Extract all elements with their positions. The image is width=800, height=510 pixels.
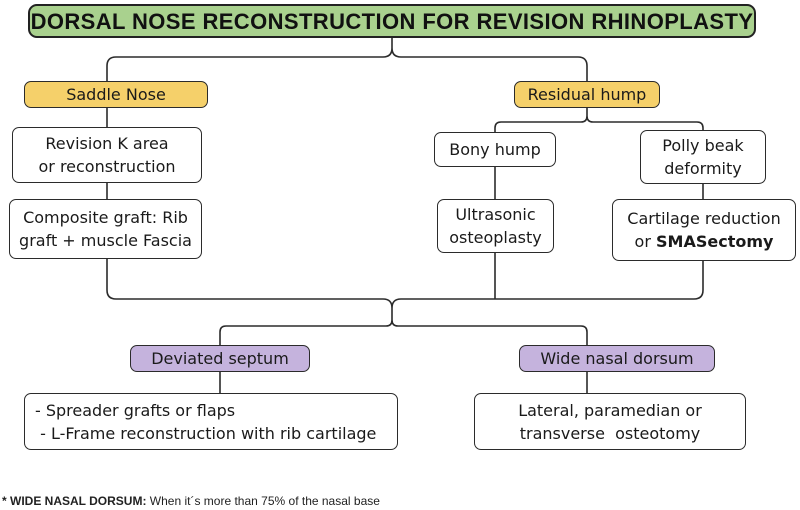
deviated-treatment-line2: - L-Frame reconstruction with rib cartil… xyxy=(35,423,377,443)
wide-treatment-line1: Lateral, paramedian or xyxy=(518,400,702,420)
category-wide-nasal-dorsum-label: Wide nasal dorsum xyxy=(540,349,694,368)
diagram-title-text: DORSAL NOSE RECONSTRUCTION FOR REVISION … xyxy=(30,8,754,34)
smasectomy-term: SMASectomy xyxy=(656,232,774,251)
polly-treatment-line1: Cartilage reduction xyxy=(627,209,781,228)
polly-beak-line1: Polly beak xyxy=(662,136,744,155)
bony-treatment-line2: osteoplasty xyxy=(449,228,542,247)
polly-treatment-line2: or SMASectomy xyxy=(627,230,780,253)
saddle-step-composite-graft: Composite graft: Rib graft + muscle Fasc… xyxy=(9,199,202,259)
category-saddle-nose: Saddle Nose xyxy=(24,81,208,108)
footnote-key: * WIDE NASAL DORSUM: xyxy=(2,494,147,508)
polly-treatment-cartilage: Cartilage reduction or SMASectomy xyxy=(612,199,796,261)
category-saddle-nose-label: Saddle Nose xyxy=(66,85,166,104)
wide-treatment-line2: transverse osteotomy xyxy=(519,423,701,443)
residual-bony-hump: Bony hump xyxy=(434,132,556,167)
category-residual-hump-label: Residual hump xyxy=(527,85,647,104)
polly-treatment-prefix: or xyxy=(634,232,656,251)
category-wide-nasal-dorsum: Wide nasal dorsum xyxy=(519,345,715,372)
polly-beak-line2: deformity xyxy=(664,159,742,178)
saddle-step-revision-k-area: Revision K area or reconstruction xyxy=(12,127,202,183)
saddle-step1-line2: or reconstruction xyxy=(38,157,176,176)
category-deviated-septum: Deviated septum xyxy=(130,345,310,372)
diagram-title: DORSAL NOSE RECONSTRUCTION FOR REVISION … xyxy=(28,4,756,38)
bony-treatment-line1: Ultrasonic xyxy=(455,205,536,224)
connector-residual-split xyxy=(494,107,704,133)
saddle-step1-line1: Revision K area xyxy=(45,134,169,153)
connector-bottom-split xyxy=(219,318,588,346)
footnote: * WIDE NASAL DORSUM: When it´s more than… xyxy=(2,494,380,508)
deviated-treatment-line1: - Spreader grafts or flaps xyxy=(35,400,236,420)
residual-polly-beak: Polly beak deformity xyxy=(640,130,766,184)
wide-treatment-osteotomy: Lateral, paramedian or transverse osteot… xyxy=(474,393,746,450)
bony-hump-label: Bony hump xyxy=(449,140,541,159)
connector-title-split xyxy=(106,37,588,82)
deviated-treatment: - Spreader grafts or flaps - L-Frame rec… xyxy=(24,393,398,450)
connector-merge xyxy=(106,252,704,318)
category-residual-hump: Residual hump xyxy=(514,81,660,108)
footnote-text: When it´s more than 75% of the nasal bas… xyxy=(146,494,380,508)
category-deviated-septum-label: Deviated septum xyxy=(151,349,289,368)
bony-treatment-ultrasonic: Ultrasonic osteoplasty xyxy=(437,199,554,253)
saddle-step2-line1: Composite graft: Rib xyxy=(23,208,188,227)
saddle-step2-line2: graft + muscle Fascia xyxy=(19,231,192,250)
